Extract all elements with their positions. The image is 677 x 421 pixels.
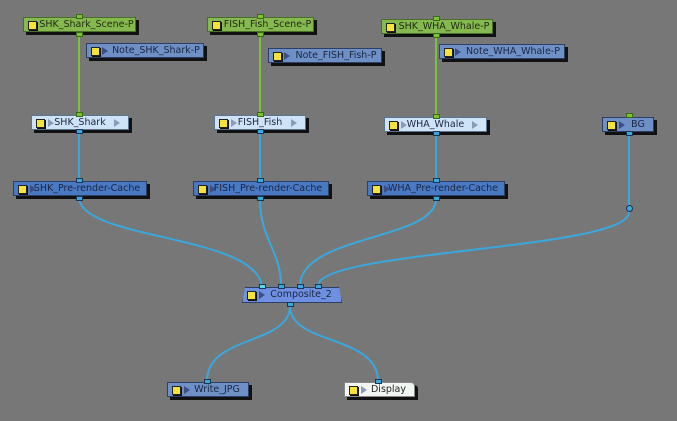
node-write-jpg[interactable]: Write_JPG — [167, 382, 249, 397]
enable-checkbox-icon[interactable] — [247, 291, 256, 300]
node-label: FISH_Fish_Scene-P — [223, 19, 312, 30]
play-arrow-icon — [384, 185, 390, 193]
port-in-1[interactable] — [259, 284, 266, 289]
wire-composite-to-write — [206, 305, 291, 382]
node-wha-whale[interactable]: WHA_Whale — [384, 117, 487, 132]
port-in[interactable] — [626, 113, 633, 118]
node-display[interactable]: Display — [344, 382, 415, 397]
play-arrow-icon — [361, 386, 367, 394]
play-arrow-icon — [619, 121, 625, 129]
port-in[interactable] — [76, 178, 83, 183]
port-out[interactable] — [257, 129, 264, 134]
enable-checkbox-icon[interactable] — [389, 121, 398, 130]
wire-shk-cache-to-composite — [78, 198, 263, 287]
enable-checkbox-icon[interactable] — [91, 47, 100, 56]
expand-arrow-icon[interactable] — [472, 121, 478, 129]
node-note-fish-fish[interactable]: Note_FISH_Fish-P — [268, 48, 382, 63]
node-label: WHA_Whale — [406, 119, 465, 130]
play-arrow-icon — [184, 386, 190, 394]
connection-waypoint-dot[interactable] — [626, 205, 633, 212]
port-in[interactable] — [76, 14, 83, 19]
node-label: BG — [631, 119, 645, 130]
play-arrow-icon — [455, 48, 461, 56]
port-in[interactable] — [375, 379, 382, 384]
play-arrow-icon — [259, 291, 265, 299]
node-composite-2[interactable]: Composite_2 — [242, 287, 342, 303]
enable-checkbox-icon[interactable] — [28, 21, 37, 30]
port-out[interactable] — [76, 32, 83, 37]
node-fish-fish[interactable]: FISH_Fish — [214, 115, 306, 130]
port-in[interactable] — [257, 178, 264, 183]
node-label: SHK_Pre-render-Cache — [33, 183, 141, 194]
port-in-2[interactable] — [278, 284, 285, 289]
node-shk-pre-render-cache[interactable]: SHK_Pre-render-Cache — [13, 181, 147, 196]
enable-checkbox-icon[interactable] — [172, 386, 181, 395]
play-arrow-icon — [401, 121, 407, 129]
play-arrow-icon — [284, 52, 290, 60]
node-note-wha-whale[interactable]: Note_WHA_Whale-P — [439, 44, 565, 59]
enable-checkbox-icon[interactable] — [386, 23, 395, 32]
node-label: SHK_Shark — [54, 117, 106, 128]
node-label: Display — [370, 384, 407, 395]
port-out[interactable] — [287, 302, 294, 307]
enable-checkbox-icon[interactable] — [444, 48, 453, 57]
play-arrow-icon — [102, 47, 108, 55]
port-in[interactable] — [204, 379, 211, 384]
port-out[interactable] — [433, 196, 440, 201]
port-out[interactable] — [433, 33, 440, 38]
node-wha-pre-render-cache[interactable]: WHA_Pre-render-Cache — [367, 181, 505, 196]
port-in[interactable] — [257, 14, 264, 19]
play-arrow-icon — [48, 119, 54, 127]
port-in-4[interactable] — [315, 284, 322, 289]
enable-checkbox-icon[interactable] — [349, 386, 358, 395]
node-label: WHA_Pre-render-Cache — [387, 183, 499, 194]
node-label: FISH_Pre-render-Cache — [213, 183, 323, 194]
expand-arrow-icon[interactable] — [114, 119, 120, 127]
play-arrow-icon — [210, 185, 216, 193]
play-arrow-icon — [231, 119, 237, 127]
port-in[interactable] — [433, 178, 440, 183]
port-out[interactable] — [257, 196, 264, 201]
port-in[interactable] — [433, 114, 440, 119]
node-label: FISH_Fish — [237, 117, 283, 128]
enable-checkbox-icon[interactable] — [607, 121, 616, 130]
node-label: SHK_WHA_Whale-P — [398, 21, 490, 32]
port-out[interactable] — [76, 196, 83, 201]
node-shk-shark[interactable]: SHK_Shark — [31, 115, 129, 130]
node-note-shk-shark[interactable]: Note_SHK_Shark-P — [86, 43, 204, 58]
node-label: SHK_Shark_Scene-P — [39, 19, 134, 30]
node-label: Note_WHA_Whale-P — [466, 46, 560, 57]
node-label: Composite_2 — [270, 289, 332, 300]
enable-checkbox-icon[interactable] — [36, 119, 45, 128]
node-label: Note_FISH_Fish-P — [295, 50, 377, 61]
node-shk-shark-scene[interactable]: SHK_Shark_Scene-P — [23, 17, 136, 32]
node-fish-pre-render-cache[interactable]: FISH_Pre-render-Cache — [193, 181, 329, 196]
expand-arrow-icon[interactable] — [291, 119, 297, 127]
node-fish-fish-scene[interactable]: FISH_Fish_Scene-P — [207, 17, 314, 32]
enable-checkbox-icon[interactable] — [198, 185, 207, 194]
wire-wha-cache-to-composite — [299, 198, 437, 287]
port-in[interactable] — [257, 112, 264, 117]
enable-checkbox-icon[interactable] — [219, 119, 228, 128]
enable-checkbox-icon[interactable] — [273, 52, 282, 61]
port-out[interactable] — [257, 32, 264, 37]
port-out[interactable] — [76, 129, 83, 134]
node-bg[interactable]: BG — [602, 117, 654, 132]
wire-bg-to-composite — [317, 211, 630, 287]
enable-checkbox-icon[interactable] — [372, 185, 381, 194]
port-out[interactable] — [433, 131, 440, 136]
enable-checkbox-icon[interactable] — [18, 185, 27, 194]
port-in[interactable] — [76, 112, 83, 117]
play-arrow-icon — [30, 185, 36, 193]
port-in[interactable] — [433, 16, 440, 21]
wire-composite-to-display — [289, 305, 379, 382]
node-label: Write_JPG — [194, 384, 240, 395]
enable-checkbox-icon[interactable] — [212, 21, 221, 30]
port-in-3[interactable] — [297, 284, 304, 289]
wire-fish-cache-to-composite — [259, 198, 282, 287]
port-out[interactable] — [626, 131, 633, 136]
node-shk-wha-whale-scene[interactable]: SHK_WHA_Whale-P — [381, 19, 493, 34]
node-label: Note_SHK_Shark-P — [112, 45, 200, 56]
